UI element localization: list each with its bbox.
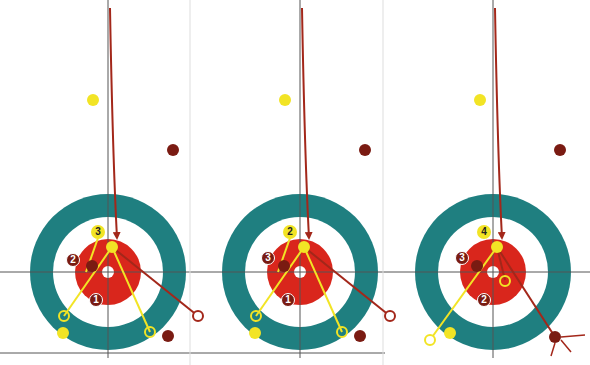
callout-number: 4 bbox=[477, 225, 491, 239]
callout-number: 1 bbox=[281, 293, 295, 307]
callout-number: 3 bbox=[261, 251, 275, 265]
callout-number: 2 bbox=[283, 225, 297, 239]
callout-number: 2 bbox=[477, 293, 491, 307]
callout-number: 3 bbox=[91, 225, 105, 239]
callout-number: 2 bbox=[66, 253, 80, 267]
callout-number: 3 bbox=[455, 251, 469, 265]
callout-number: 1 bbox=[89, 293, 103, 307]
